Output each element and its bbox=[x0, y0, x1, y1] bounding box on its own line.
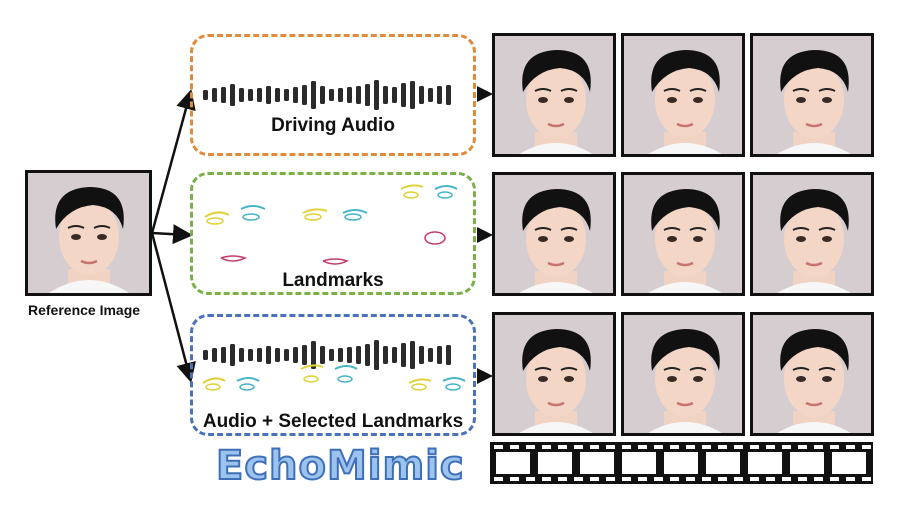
waveform-bar bbox=[302, 85, 307, 105]
waveform-bar bbox=[257, 348, 262, 362]
waveform-bar bbox=[293, 347, 298, 363]
waveform-bar bbox=[221, 347, 226, 363]
waveform-bar bbox=[257, 88, 262, 102]
waveform-bar bbox=[248, 89, 253, 101]
waveform-bar bbox=[311, 341, 316, 369]
waveform-bar bbox=[428, 348, 433, 362]
waveform-bar bbox=[356, 346, 361, 364]
waveform-bar bbox=[275, 348, 280, 362]
waveform-bar bbox=[356, 86, 361, 104]
waveform-bar bbox=[365, 84, 370, 106]
waveform-bar bbox=[401, 343, 406, 367]
waveform-bar bbox=[374, 340, 379, 370]
waveform-icon bbox=[203, 80, 451, 110]
waveform-bar bbox=[374, 80, 379, 110]
waveform-bar bbox=[284, 349, 289, 361]
waveform-bar bbox=[392, 87, 397, 103]
waveform-bar bbox=[338, 348, 343, 362]
waveform-bar bbox=[383, 346, 388, 364]
driving-audio-box: Driving Audio bbox=[190, 34, 476, 156]
waveform-bar bbox=[239, 348, 244, 362]
waveform-bar bbox=[284, 89, 289, 101]
waveform-bar bbox=[203, 90, 208, 100]
waveform-bar bbox=[446, 85, 451, 105]
waveform-bar bbox=[365, 344, 370, 366]
waveform-bar bbox=[428, 88, 433, 102]
output-frame bbox=[750, 33, 874, 157]
output-frame bbox=[621, 312, 745, 436]
waveform-bar bbox=[311, 81, 316, 109]
waveform-bar bbox=[338, 88, 343, 102]
landmarks-label: Landmarks bbox=[282, 270, 384, 291]
waveform-bar bbox=[266, 346, 271, 364]
waveform-bar bbox=[212, 88, 217, 102]
selected-landmarks-sketch bbox=[202, 364, 466, 391]
arrow-ref-to-audio bbox=[150, 89, 196, 234]
waveform-bar bbox=[437, 346, 442, 364]
output-frame bbox=[492, 33, 616, 157]
waveform-bar bbox=[329, 349, 334, 361]
landmarks-box: Landmarks bbox=[190, 172, 476, 295]
waveform-bar bbox=[230, 344, 235, 366]
waveform-bar bbox=[293, 87, 298, 103]
waveform-bar bbox=[221, 87, 226, 103]
waveform-bar bbox=[239, 88, 244, 102]
arrow-ref-to-combined bbox=[150, 232, 196, 383]
waveform-bar bbox=[401, 83, 406, 107]
waveform-bar bbox=[347, 87, 352, 103]
waveform-bar bbox=[437, 86, 442, 104]
waveform-bar bbox=[230, 84, 235, 106]
waveform-bar bbox=[203, 350, 208, 360]
echomimic-logo: EchoMimic bbox=[215, 442, 465, 490]
waveform-bar bbox=[320, 86, 325, 104]
driving-audio-label: Driving Audio bbox=[271, 115, 395, 136]
waveform-bar bbox=[419, 346, 424, 364]
landmarks-sketch bbox=[204, 184, 458, 265]
waveform-bar bbox=[248, 349, 253, 361]
reference-image-label: Reference Image bbox=[28, 302, 141, 318]
waveform-bar bbox=[212, 348, 217, 362]
waveform-bar bbox=[347, 347, 352, 363]
waveform-bar bbox=[392, 347, 397, 363]
waveform-bar bbox=[275, 88, 280, 102]
waveform-bar bbox=[383, 86, 388, 104]
audio-landmarks-box: Audio + Selected Landmarks bbox=[190, 314, 476, 436]
output-frame bbox=[492, 172, 616, 296]
waveform-bar bbox=[410, 81, 415, 109]
reference-image bbox=[25, 170, 152, 296]
waveform-bar bbox=[410, 341, 415, 369]
output-frame bbox=[492, 312, 616, 436]
waveform-bar bbox=[446, 345, 451, 365]
output-frame bbox=[750, 172, 874, 296]
output-frame bbox=[621, 33, 745, 157]
output-frame bbox=[750, 312, 874, 436]
waveform-icon bbox=[203, 340, 451, 370]
output-frame bbox=[621, 172, 745, 296]
waveform-bar bbox=[329, 89, 334, 101]
waveform-bar bbox=[419, 86, 424, 104]
waveform-bar bbox=[266, 86, 271, 104]
waveform-bar bbox=[302, 345, 307, 365]
waveform-bar bbox=[320, 346, 325, 364]
arrow-ref-to-landmarks bbox=[151, 224, 193, 245]
audio-landmarks-label: Audio + Selected Landmarks bbox=[202, 411, 464, 432]
